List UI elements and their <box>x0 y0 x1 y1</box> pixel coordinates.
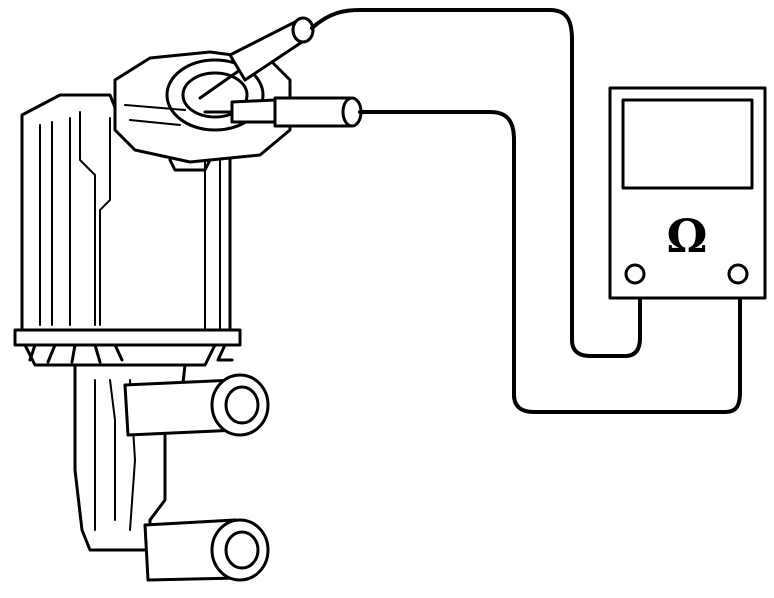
meter-terminal-right <box>727 263 749 285</box>
probe-upper <box>198 16 315 100</box>
mount-pipe-assembly <box>73 363 270 582</box>
meter-display <box>621 98 754 190</box>
ohmmeter: Ω <box>608 86 767 300</box>
ohm-symbol: Ω <box>667 209 708 263</box>
test-lead-lower <box>358 110 742 414</box>
test-lead-upper <box>310 8 642 358</box>
meter-terminal-left <box>624 263 646 285</box>
